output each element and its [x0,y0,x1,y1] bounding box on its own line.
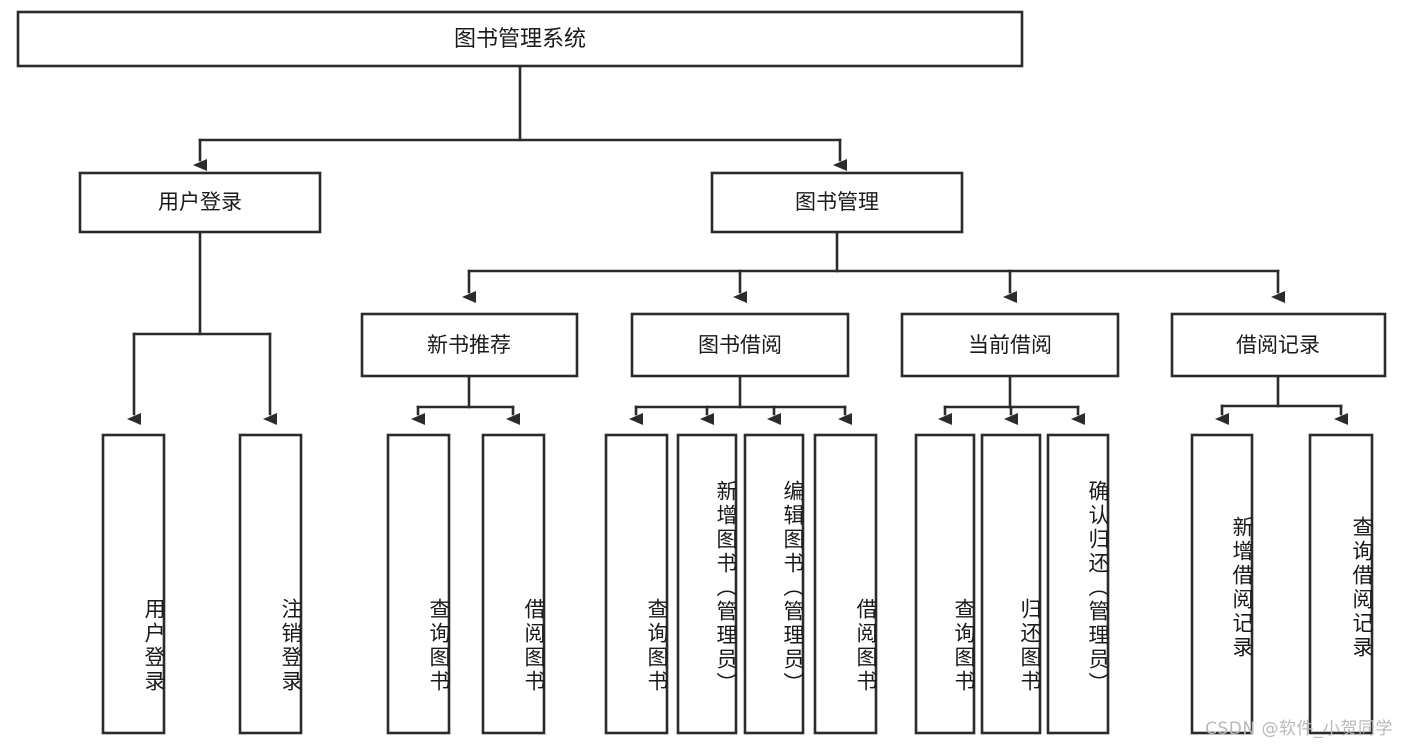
watermark-text: CSDN @软件_小贺同学 [1205,719,1393,739]
node-current-borrow-label: 当前借阅 [968,333,1052,357]
node-borrow-record[interactable]: 借阅记录 [1170,312,1387,378]
connector-group-new-book-rec [411,374,520,425]
leaf-box[interactable] [101,433,166,735]
leaf-box[interactable] [1190,433,1254,735]
node-root[interactable]: 图书管理系统 [16,10,1024,68]
node-new-book-recommend[interactable]: 新书推荐 [360,312,579,378]
leaf-box[interactable] [676,433,738,735]
node-book-borrow[interactable]: 图书借阅 [630,312,850,378]
leaf-box[interactable] [604,433,669,735]
leaf-box[interactable] [914,433,976,735]
node-user-login[interactable]: 用户登录 [78,171,322,234]
node-book-manage-label: 图书管理 [795,190,879,214]
leaf-box[interactable] [386,433,451,735]
node-book-manage[interactable]: 图书管理 [710,171,964,234]
leaf-box[interactable] [1308,433,1374,735]
leaf-box[interactable] [238,433,303,735]
node-root-label: 图书管理系统 [454,27,586,52]
connector-group-borrow-record [1215,374,1348,425]
connector-group-current-borrow [938,374,1085,425]
leaf-box[interactable] [481,433,546,735]
connector-group-book-manage [462,230,1285,303]
leaf-box[interactable] [980,433,1042,735]
connector-group-user-login [127,230,277,425]
node-new-book-recommend-label: 新书推荐 [427,333,511,357]
leaf-box[interactable] [813,433,878,735]
leaf-box[interactable] [743,433,805,735]
leaf-box[interactable] [1046,433,1110,735]
connector-group-book-borrow [629,374,852,425]
connector-group-root [193,64,847,171]
node-user-login-label: 用户登录 [158,190,242,214]
leaf-box-group [101,433,1374,735]
node-borrow-record-label: 借阅记录 [1236,333,1320,357]
node-book-borrow-label: 图书借阅 [698,333,782,357]
node-current-borrow[interactable]: 当前借阅 [900,312,1120,378]
